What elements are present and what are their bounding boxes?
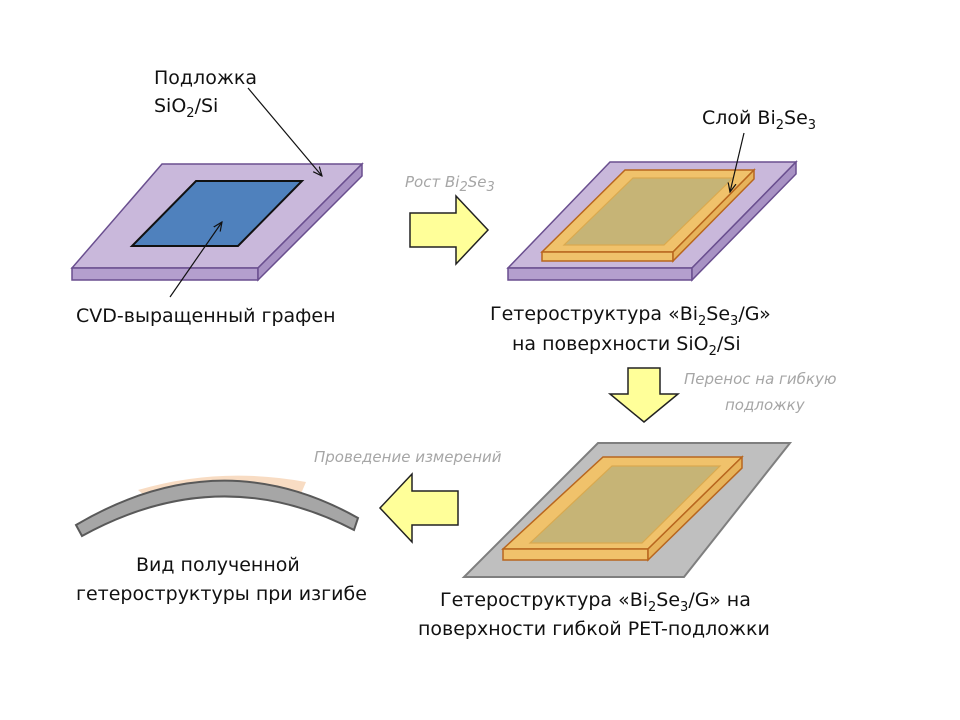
- heterostructure-pet-label-line2: поверхности гибкой PET-подложки: [418, 618, 770, 640]
- bent-pet-substrate: [74, 479, 360, 538]
- bi2se3-layer-front: [502, 548, 649, 561]
- bi2se3-layer-side: [647, 455, 743, 562]
- bi2se3-layer-center: [562, 177, 735, 246]
- substrate-label-line2: SiO2/Si: [154, 95, 218, 121]
- sio2-substrate-side: [257, 162, 363, 282]
- substrate-leader-line: [247, 87, 322, 176]
- measurement-arrow: [378, 472, 459, 544]
- heterostructure-sio2-label-line2: на поверхности SiO2/Si: [512, 333, 741, 359]
- bent-heterostructure: [74, 475, 360, 538]
- bent-label-line2: гетероструктуры при изгибе: [76, 583, 367, 605]
- graphene-layer: [129, 180, 305, 247]
- heterostructure-on-sio2: [506, 160, 798, 282]
- growth-arrow: [409, 194, 490, 266]
- heterostructure-pet-label-line1: Гетероструктура «Bi2Se3/G» на: [440, 589, 751, 615]
- substrate-with-graphene: [70, 162, 364, 282]
- heterostructure-sio2-label-line1: Гетероструктура «Bi2Se3/G»: [490, 303, 771, 329]
- growth-step-caption: Рост Bi2Se3: [405, 173, 495, 195]
- substrate-label-line1: Подложка: [154, 67, 257, 89]
- bi2se3-layer-label: Слой Bi2Se3: [702, 107, 816, 133]
- bi2se3-layer-center: [528, 465, 722, 544]
- sio2-substrate-side: [691, 160, 797, 282]
- transfer-step-caption-line2: подложку: [725, 396, 806, 414]
- heterostructure-on-pet: [461, 442, 793, 578]
- transfer-step-caption-line1: Перенос на гибкую: [684, 370, 836, 388]
- graphene-leader-line: [169, 222, 222, 298]
- transfer-arrow: [607, 367, 681, 423]
- bent-label-line1: Вид полученной: [136, 554, 300, 576]
- sio2-substrate-front: [507, 267, 693, 281]
- bi2se3-leader-line: [730, 132, 745, 192]
- bi2se3-layer-front: [541, 251, 674, 262]
- sio2-substrate-front: [71, 267, 259, 281]
- measurement-step-caption: Проведение измерений: [314, 448, 502, 466]
- graphene-label: CVD-выращенный графен: [76, 305, 336, 327]
